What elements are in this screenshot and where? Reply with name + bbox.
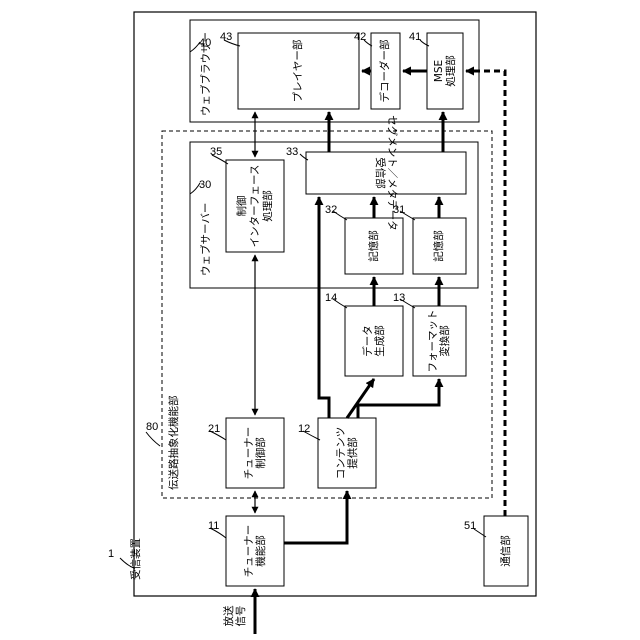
ref-13: 13 [393,292,405,304]
label-path-abstraction: 伝送路抽象化機能部 [167,396,180,491]
ref-21: 21 [208,423,220,435]
label-mse-line2: 処理部 [444,55,457,87]
label-tuner-ctrl-line1: チューナー [243,427,255,480]
ref-42: 42 [354,31,366,43]
ref-12: 12 [298,423,310,435]
ref-31: 31 [393,204,405,216]
label-ctrl-if-line3: 処理部 [261,190,274,222]
arrow-content-to-segment [319,197,329,418]
label-format-line1: フォーマット [427,310,439,373]
ref-11: 11 [208,520,219,532]
label-storage-31: 記憶部 [432,230,445,262]
ref-30: 30 [199,179,211,191]
label-datagen-line1: データ [361,325,374,357]
label-storage-32: 記憶部 [367,230,380,262]
arrow-comm-to-mse-dashed [466,71,505,516]
path-abstraction-box [162,131,492,498]
label-content-line1: コンテンツ [335,427,347,480]
ref-51: 51 [464,520,476,532]
label-broadcast-line1: 放送 [222,605,235,626]
label-ctrl-if-line2: インターフェース [249,165,261,248]
arrow-tuner-to-content [284,491,347,543]
label-web-server: ウェブサーバー [199,203,212,276]
label-mse-line1: MSE [433,60,445,82]
label-receiver-device: 受信装置 [129,538,142,580]
label-format-line2: 変換部 [438,325,451,357]
label-content-line2: 提供部 [346,437,359,469]
ref-43: 43 [220,31,232,43]
ref-40: 40 [199,37,211,49]
label-player: プレイヤー部 [291,40,304,103]
ref-41: 41 [409,31,421,43]
label-broadcast-line2: 信号 [235,606,247,627]
arrow-content-to-datagen [347,379,374,418]
label-tuner-ctrl-line2: 制御部 [254,437,267,469]
receiver-device-box [134,12,536,596]
ref-80: 80 [146,421,158,433]
ref-14: 14 [325,292,337,304]
label-communication: 通信部 [499,535,512,567]
label-ctrl-if-line1: 制御 [235,196,248,217]
ref-1: 1 [108,548,114,560]
ref-35: 35 [210,146,222,158]
label-datagen-line2: 生成部 [373,325,386,357]
ref-32: 32 [325,204,337,216]
label-decoder: デコーダー部 [378,40,391,103]
ref-33: 33 [286,146,298,158]
label-tuner-line2: 機能部 [254,535,267,567]
label-segment-line2: 受信部 [374,157,387,189]
label-tuner-line1: チューナー [243,525,255,578]
